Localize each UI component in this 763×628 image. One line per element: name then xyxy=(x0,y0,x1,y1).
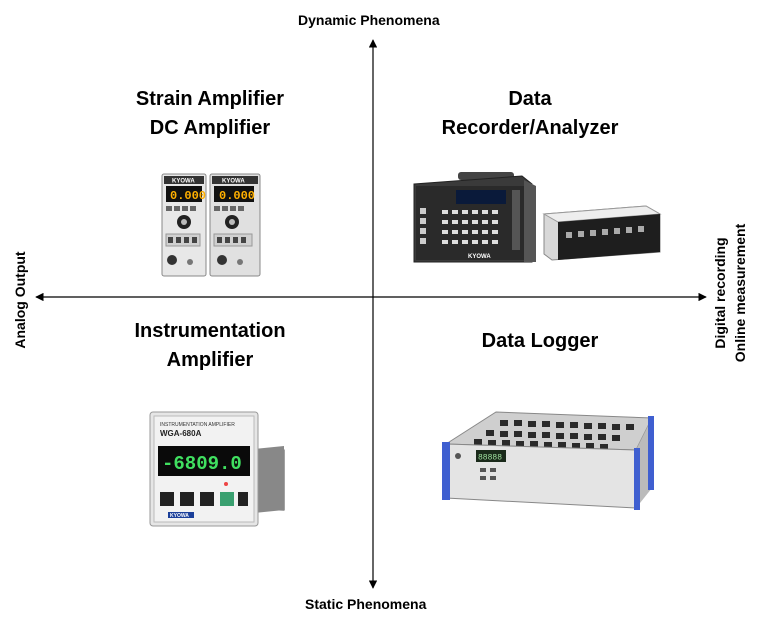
axis-label-top: Dynamic Phenomena xyxy=(298,12,440,28)
quadrant-title-data-recorder: Data Recorder/Analyzer xyxy=(420,85,640,143)
svg-text:-6809.0: -6809.0 xyxy=(162,453,242,475)
svg-text:KYOWA: KYOWA xyxy=(170,513,189,519)
instrumentation-title: Instrumentation xyxy=(134,320,286,342)
svg-text:0.000: 0.000 xyxy=(219,189,255,203)
svg-text:KYOWA: KYOWA xyxy=(468,254,491,260)
svg-text:88888: 88888 xyxy=(478,454,502,463)
axis-label-left: Analog Output xyxy=(12,251,28,349)
data-logger-title: Data Logger xyxy=(481,330,599,352)
amplifier-title: Amplifier xyxy=(166,349,254,371)
data-title: Data xyxy=(508,88,552,110)
dc-amplifier-title: DC Amplifier xyxy=(149,117,271,139)
strain-amplifier-image: KYOWA 0.000 KYOWA 0.000 xyxy=(161,173,261,277)
strain-amplifier-title: Strain Amplifier xyxy=(135,88,285,110)
quadrant-title-data-logger: Data Logger xyxy=(460,327,620,356)
svg-text:KYOWA: KYOWA xyxy=(172,179,195,185)
instrumentation-amplifier-image: INSTRUMENTATION AMPLIFIER WGA-680A -6809… xyxy=(149,411,285,527)
quadrant-title-strain-amplifier: Strain Amplifier DC Amplifier xyxy=(120,85,300,143)
recorder-analyzer-title: Recorder/Analyzer xyxy=(441,117,619,139)
data-logger-image: 88888 xyxy=(442,411,654,510)
axis-label-bottom: Static Phenomena xyxy=(305,596,427,612)
axis-label-right-line1: Digital recording xyxy=(712,237,728,349)
axis-label-right-line2: Online measurement xyxy=(732,223,748,363)
data-recorder-image: KYOWA xyxy=(413,172,662,263)
svg-text:WGA-680A: WGA-680A xyxy=(160,429,202,438)
quadrant-title-instrumentation: Instrumentation Amplifier xyxy=(120,317,300,375)
axis-label-right: Digital recording Online measurement xyxy=(710,224,750,363)
svg-text:INSTRUMENTATION AMPLIFIER: INSTRUMENTATION AMPLIFIER xyxy=(160,422,235,428)
svg-text:0.000: 0.000 xyxy=(170,189,206,203)
svg-text:KYOWA: KYOWA xyxy=(222,179,245,185)
